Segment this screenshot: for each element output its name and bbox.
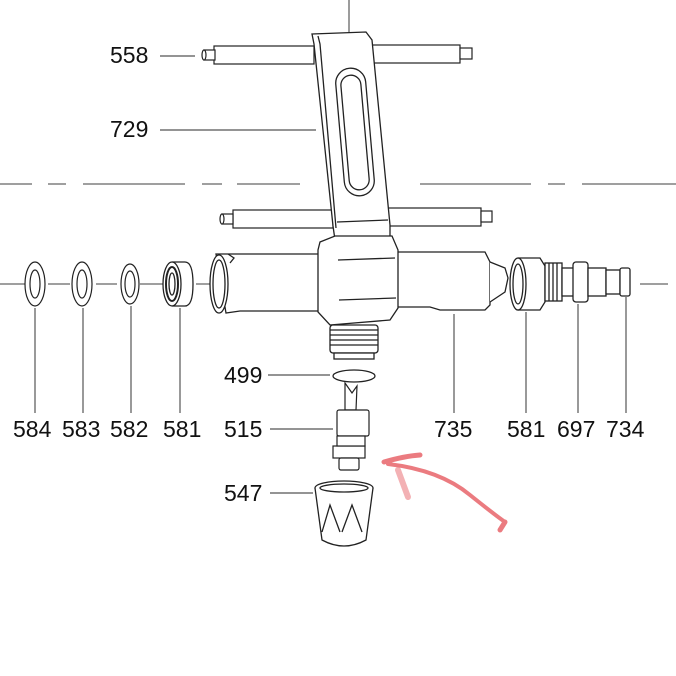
label-581-right: 581 bbox=[507, 416, 545, 442]
label-582: 582 bbox=[110, 416, 148, 442]
part-581-bearing-right bbox=[509, 257, 575, 311]
part-547-cap bbox=[314, 480, 374, 547]
part-515-valve bbox=[332, 381, 370, 471]
part-582-washer bbox=[120, 263, 140, 305]
label-515: 515 bbox=[224, 416, 262, 442]
part-735-body bbox=[209, 235, 509, 360]
label-729: 729 bbox=[110, 116, 148, 142]
part-729-handle bbox=[311, 31, 391, 241]
label-581-left: 581 bbox=[163, 416, 201, 442]
leader-lines bbox=[34, 55, 627, 494]
part-734-tip bbox=[605, 267, 631, 297]
label-558: 558 bbox=[110, 42, 148, 68]
annotation-arrow-icon bbox=[381, 452, 508, 533]
label-697: 697 bbox=[557, 416, 595, 442]
part-499-oring bbox=[332, 369, 376, 383]
rod-lower bbox=[219, 207, 493, 229]
label-499: 499 bbox=[224, 362, 262, 388]
part-583-washer bbox=[71, 261, 93, 307]
label-734: 734 bbox=[606, 416, 645, 442]
label-584: 584 bbox=[13, 416, 52, 442]
label-583: 583 bbox=[62, 416, 100, 442]
label-547: 547 bbox=[224, 480, 262, 506]
part-584-washer bbox=[24, 261, 46, 307]
part-697-fitting bbox=[572, 261, 607, 303]
label-735: 735 bbox=[434, 416, 472, 442]
part-581-bearing-left bbox=[162, 261, 194, 307]
